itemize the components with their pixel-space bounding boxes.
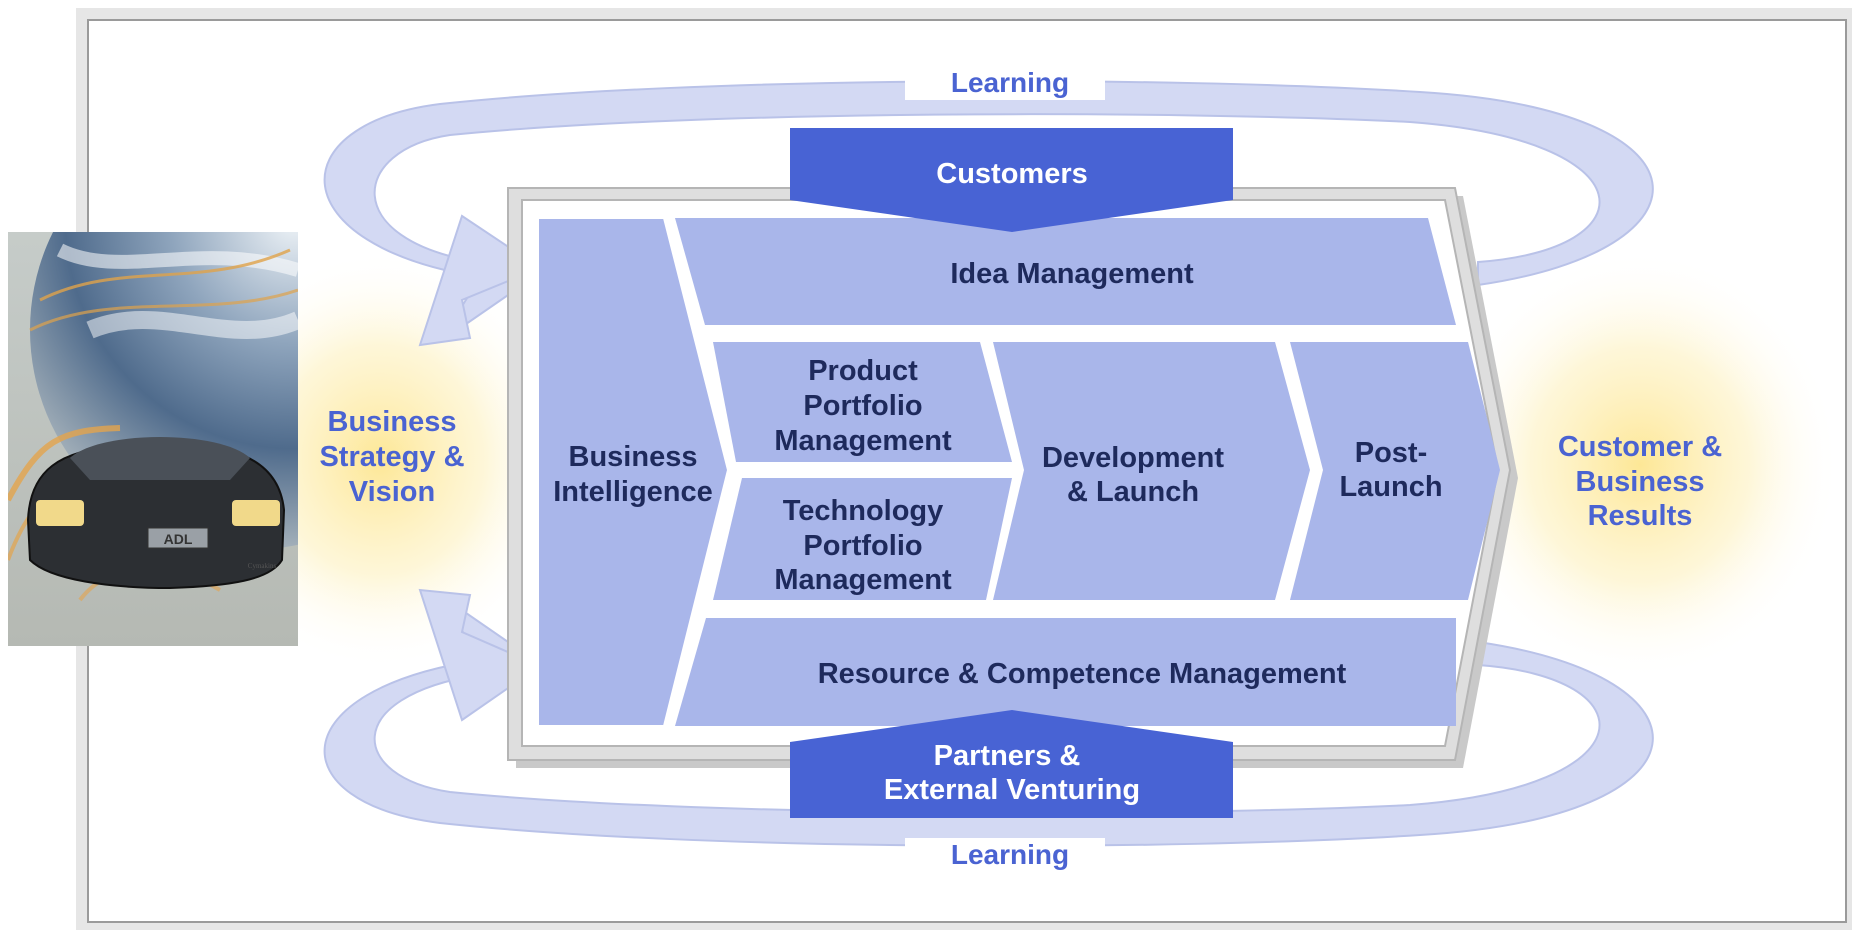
business-strategy-line2: Strategy & bbox=[319, 441, 464, 473]
partners-banner bbox=[790, 710, 1233, 818]
process-container bbox=[507, 187, 1518, 768]
technology-portfolio-line2: Portfolio bbox=[803, 530, 922, 562]
technology-portfolio-line1: Technology bbox=[783, 495, 944, 527]
car-badge: ADL bbox=[164, 531, 193, 547]
partners-label-line2: External Venturing bbox=[884, 774, 1140, 806]
technology-portfolio-line3: Management bbox=[774, 564, 952, 596]
customer-results-line1: Customer & bbox=[1558, 431, 1722, 463]
development-launch-line2: & Launch bbox=[1067, 476, 1199, 508]
customers-banner bbox=[790, 128, 1233, 232]
product-portfolio-line1: Product bbox=[808, 355, 918, 387]
business-strategy-line1: Business bbox=[328, 406, 457, 438]
customers-label: Customers bbox=[936, 158, 1088, 190]
business-strategy-line3: Vision bbox=[349, 476, 436, 508]
learning-label-top: Learning bbox=[951, 67, 1069, 98]
product-portfolio-line2: Portfolio bbox=[803, 390, 922, 422]
business-intelligence-block bbox=[537, 217, 730, 727]
right-glow bbox=[1440, 250, 1840, 680]
idea-management-label: Idea Management bbox=[950, 258, 1194, 290]
post-launch-line1: Post- bbox=[1355, 437, 1428, 469]
resource-competence-label: Resource & Competence Management bbox=[818, 658, 1347, 690]
customer-results-line3: Results bbox=[1588, 500, 1693, 532]
development-launch-block bbox=[993, 342, 1310, 600]
post-launch-block bbox=[1290, 342, 1500, 600]
post-launch-line2: Launch bbox=[1339, 471, 1442, 503]
artist-signature: Cymakins bbox=[248, 562, 277, 570]
business-intelligence-line1: Business bbox=[569, 441, 698, 473]
business-intelligence-line2: Intelligence bbox=[553, 476, 713, 508]
idea-management-block bbox=[675, 218, 1456, 325]
technology-portfolio-block bbox=[713, 478, 1012, 600]
partners-label-line1: Partners & bbox=[934, 740, 1081, 772]
product-portfolio-line3: Management bbox=[774, 425, 952, 457]
customer-results-line2: Business bbox=[1576, 466, 1705, 498]
earth-car-illustration: ADL Cymakins bbox=[8, 232, 298, 646]
development-launch-line1: Development bbox=[1042, 442, 1224, 474]
product-portfolio-block bbox=[713, 342, 1012, 462]
resource-competence-block bbox=[675, 618, 1456, 726]
learning-label-bottom: Learning bbox=[951, 839, 1069, 870]
